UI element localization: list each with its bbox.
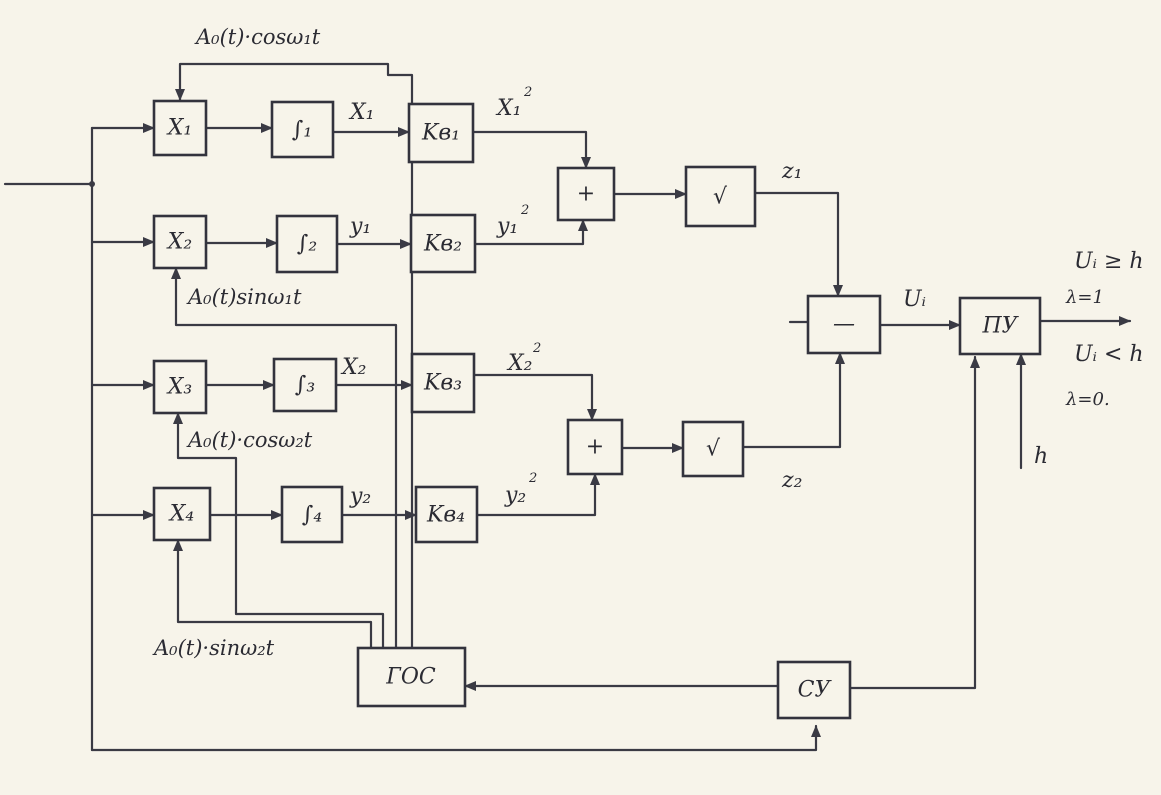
wires	[3, 62, 1132, 752]
sqrt1-to-sub	[753, 191, 843, 298]
int2-block: ∫₂	[275, 214, 339, 274]
kv1-to-sum1	[471, 130, 591, 170]
mult1-block: X₁	[152, 99, 208, 157]
output-false: λ=0.	[1065, 389, 1110, 410]
threshold-device-label: ПУ	[981, 314, 1019, 339]
sync-device-label: СУ	[798, 678, 833, 703]
int4-label: ∫₄	[302, 503, 322, 528]
kv4-block: Kв₄	[414, 485, 479, 544]
x2-label: X₂	[340, 355, 366, 380]
decision-rule: Uᵢ ≥ h λ=1 Uᵢ < h λ=0.	[1065, 249, 1144, 410]
signal-labels: A₀(t)·cosω₁t A₀(t)sinω₁t A₀(t)·cosω₂t A₀…	[152, 25, 1048, 660]
ref2-label: A₀(t)sinω₁t	[186, 285, 302, 309]
mult4-block: X₄	[152, 486, 212, 542]
reference-generator-label: ГОС	[385, 665, 436, 690]
y1-label: y₁	[349, 214, 371, 239]
condition-false: Uᵢ < h	[1074, 342, 1144, 367]
gos-to-mult2	[171, 266, 398, 650]
condition-true: Uᵢ ≥ h	[1074, 249, 1144, 274]
x2-squared-base: X₂	[506, 351, 532, 376]
kv1-label: Kв₁	[421, 121, 460, 146]
h-input-label: h	[1034, 444, 1048, 469]
adder1-block: +	[556, 166, 616, 222]
int2-label: ∫₂	[297, 232, 317, 257]
su-to-pu	[848, 355, 980, 690]
ref1-label: A₀(t)·cosω₁t	[194, 25, 321, 49]
y2-squared-exp: 2	[528, 471, 537, 486]
bus-to-su	[90, 724, 821, 752]
y2-squared-base: y₂	[504, 483, 526, 508]
ref3-label: A₀(t)·cosω₂t	[186, 428, 313, 452]
sqrt2-to-sub	[741, 351, 845, 449]
kv2-label: Kв₂	[423, 232, 462, 257]
subtractor-label: —	[833, 312, 855, 337]
mult4-label: X₄	[168, 502, 194, 527]
reference-generator-block: ГОС	[356, 646, 467, 708]
adder2-block: +	[566, 418, 624, 476]
kv4-label: Kв₄	[426, 503, 465, 528]
sqrt2-block: √	[681, 420, 745, 478]
int1-label: ∫₁	[292, 118, 312, 143]
threshold-device-block: ПУ	[958, 296, 1042, 356]
kv1-block: Kв₁	[407, 102, 475, 164]
x1-squared-base: X₁	[495, 96, 521, 121]
kv2-block: Kв₂	[409, 213, 477, 274]
int1-block: ∫₁	[270, 100, 335, 159]
kv3-label: Kв₃	[423, 371, 462, 396]
kv3-to-sum2	[472, 373, 597, 422]
kv4-to-sum2	[475, 472, 600, 517]
z1-label: z₁	[781, 159, 802, 184]
int3-block: ∫₃	[272, 357, 338, 413]
x2-squared-exp: 2	[532, 341, 541, 356]
mult3-label: X₃	[166, 375, 192, 400]
adder2-label: +	[586, 435, 604, 460]
y2-label: y₂	[349, 484, 371, 509]
z2-label: z₂	[781, 468, 802, 493]
gos-to-mult1	[175, 62, 414, 650]
kv2-to-sum1	[473, 218, 588, 246]
sqrt1-label: √	[713, 185, 728, 210]
kv3-block: Kв₃	[410, 352, 476, 414]
sync-device-block: СУ	[776, 660, 852, 720]
subtractor-block: —	[806, 294, 882, 355]
gos-to-mult4	[173, 538, 373, 650]
mult2-block: X₂	[152, 214, 208, 270]
mult2-label: X₂	[166, 230, 192, 255]
mult3-block: X₃	[152, 359, 208, 415]
output-true: λ=1	[1065, 287, 1104, 308]
int4-block: ∫₄	[280, 485, 344, 544]
adder1-label: +	[577, 182, 595, 207]
ui-label: Uᵢ	[903, 287, 926, 312]
y1-squared-base: y₁	[496, 214, 518, 239]
sqrt2-label: √	[706, 437, 721, 462]
int3-label: ∫₃	[295, 373, 315, 398]
mult1-label: X₁	[166, 116, 192, 141]
y1-squared-exp: 2	[520, 203, 529, 218]
x1-label: X₁	[348, 100, 374, 125]
sqrt1-block: √	[684, 165, 757, 228]
gos-to-mult3	[173, 411, 385, 650]
x1-squared-exp: 2	[523, 85, 532, 100]
ref4-label: A₀(t)·sinω₂t	[152, 636, 275, 660]
